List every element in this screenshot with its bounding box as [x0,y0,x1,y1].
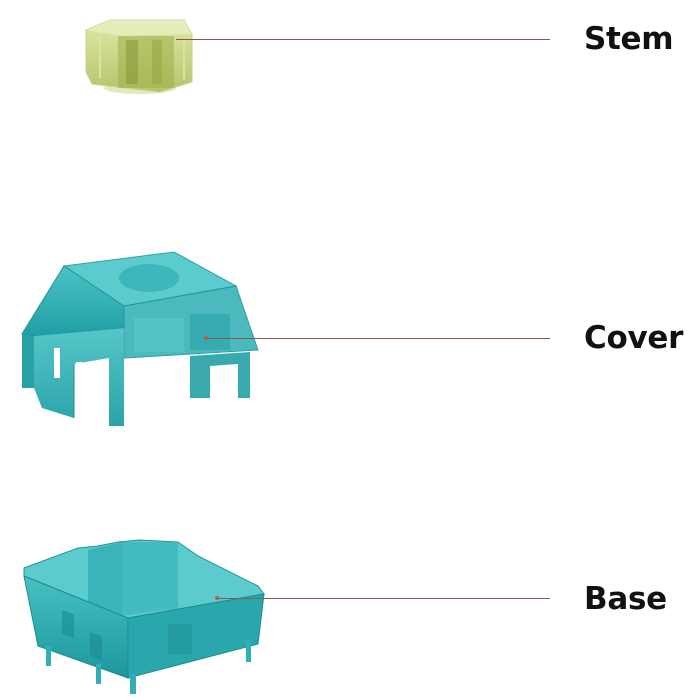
stem-leader-line [176,39,550,40]
base-leader-line [217,598,550,599]
cover-part-illustration [14,248,264,426]
cover-leader-line [206,338,550,339]
cover-label: Cover [584,320,684,356]
base-part-illustration [18,528,268,694]
base-label: Base [584,581,667,617]
stem-label: Stem [584,21,674,57]
stem-part-illustration [80,12,200,96]
